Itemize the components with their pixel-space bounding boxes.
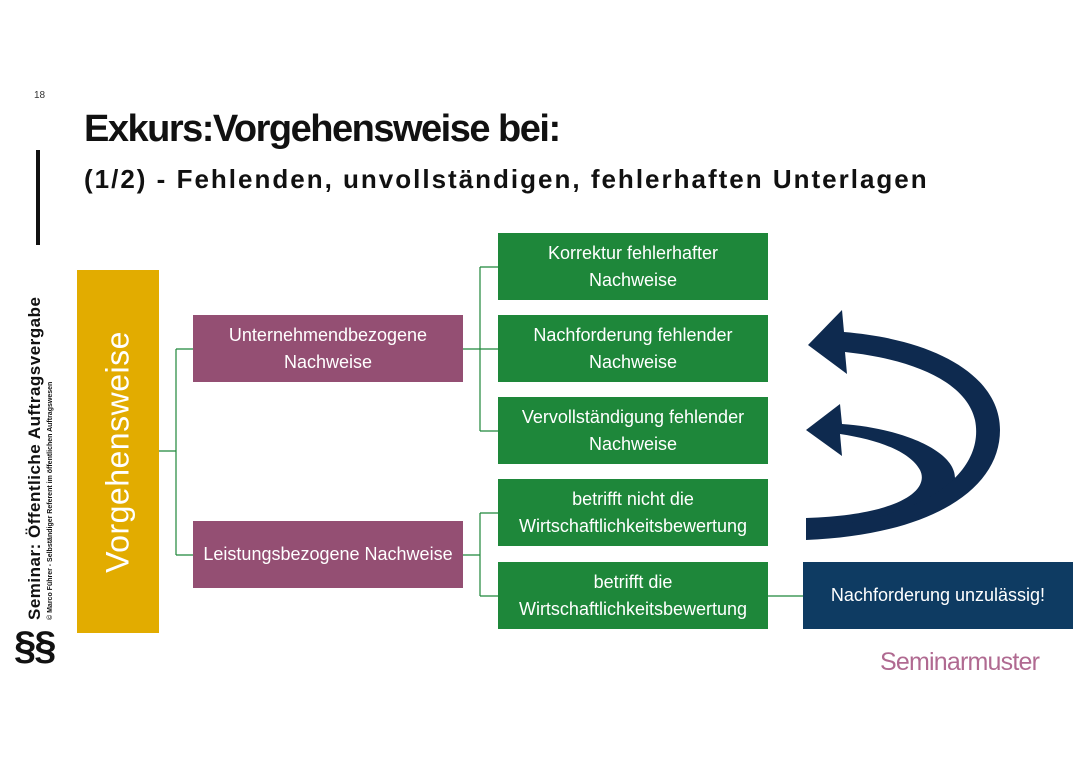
accent-bar bbox=[36, 150, 40, 245]
page-number: 18 bbox=[34, 90, 46, 101]
curved-arrow-lower bbox=[806, 404, 955, 534]
node-betrifft-nicht-line2: Wirtschaftlichkeitsbewertung bbox=[518, 515, 748, 536]
node-betrifft: betrifft die Wirtschaftlichkeitsbewertun… bbox=[498, 562, 768, 629]
node-betrifft-nicht: betrifft nicht die Wirtschaftlichkeitsbe… bbox=[498, 479, 768, 546]
watermark: Seminarmuster bbox=[880, 648, 1040, 676]
node-leistung-label: Leistungsbezogene Nachweise bbox=[203, 544, 453, 565]
seminar-name: Seminar: Öffentliche Auftragsvergabe bbox=[25, 296, 44, 620]
node-vervollstaendigung: Vervollständigung fehlender Nachweise bbox=[498, 397, 768, 464]
node-betrifft-nicht-line1: betrifft nicht die bbox=[572, 489, 694, 510]
node-unternehmen: Unternehmendbezogene Nachweise bbox=[193, 315, 463, 382]
root-label: Vorgehensweise bbox=[99, 330, 136, 573]
curved-arrow-icon bbox=[806, 310, 1000, 540]
node-korrektur-line1: Korrektur fehlerhafter bbox=[547, 243, 719, 264]
node-nachforderung: Nachforderung fehlender Nachweise bbox=[498, 315, 768, 382]
slide-title: Exkurs:Vorgehensweise bei: bbox=[84, 108, 561, 150]
root-node: Vorgehensweise bbox=[77, 270, 159, 633]
node-nachforderung-line1: Nachforderung fehlender bbox=[533, 325, 733, 346]
node-korrektur: Korrektur fehlerhafter Nachweise bbox=[498, 233, 768, 300]
connector-unternehmen bbox=[463, 266, 498, 432]
author-credit: © Marco Führer - Selbständiger Referent … bbox=[47, 381, 54, 620]
node-vervollstaendigung-line2: Nachweise bbox=[588, 433, 678, 454]
curved-arrow-upper bbox=[806, 310, 1000, 540]
node-unzulaessig: Nachforderung unzulässig! bbox=[803, 562, 1073, 629]
node-nachforderung-line2: Nachweise bbox=[588, 351, 678, 372]
connector-root bbox=[159, 348, 193, 556]
node-korrektur-line2: Nachweise bbox=[588, 269, 678, 290]
connector-leistung bbox=[463, 512, 498, 597]
node-betrifft-line2: Wirtschaftlichkeitsbewertung bbox=[518, 598, 748, 619]
node-unternehmen-label: Unternehmendbezogene Nachweise bbox=[228, 325, 428, 372]
node-leistung: Leistungsbezogene Nachweise bbox=[193, 521, 463, 588]
node-vervollstaendigung-line1: Vervollständigung fehlender bbox=[521, 407, 745, 428]
sidebar-branding: Seminar: Öffentliche Auftragsvergabe © M… bbox=[25, 280, 75, 620]
node-betrifft-line1: betrifft die bbox=[593, 572, 673, 593]
node-unzulaessig-label: Nachforderung unzulässig! bbox=[830, 585, 1046, 606]
slide-subtitle: (1/2) - Fehlenden, unvollständigen, fehl… bbox=[84, 164, 929, 194]
paragraph-icon: §§ bbox=[14, 624, 56, 668]
